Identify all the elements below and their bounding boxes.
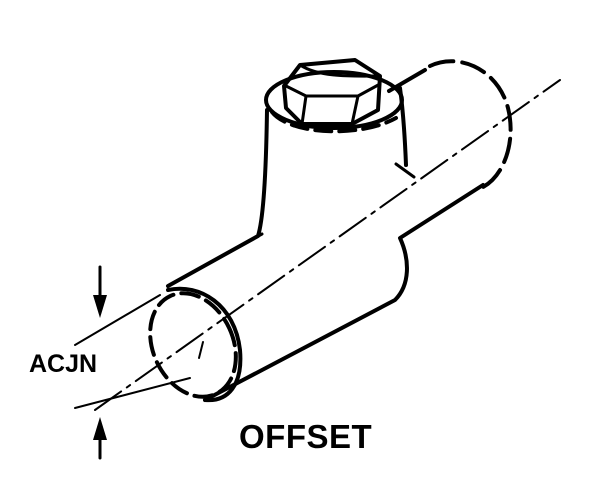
- dimension-extension-line-upper: [74, 294, 161, 346]
- dimension-arrow-up: [93, 417, 107, 460]
- fitting-body: [166, 68, 485, 402]
- diagram-caption: OFFSET: [239, 418, 373, 455]
- dimension-arrow-down: [93, 265, 107, 318]
- boss-rim: [264, 70, 404, 130]
- center-mark: [198, 341, 204, 359]
- dimension-label: ACJN: [29, 350, 98, 378]
- hex-plug: [282, 58, 382, 126]
- lower-pipe-end-rim: [166, 286, 243, 403]
- centerline: [94, 79, 561, 411]
- upper-pipe-end: [428, 59, 513, 189]
- boss-rim-dashed: [270, 110, 398, 134]
- lower-pipe-end: [148, 291, 238, 399]
